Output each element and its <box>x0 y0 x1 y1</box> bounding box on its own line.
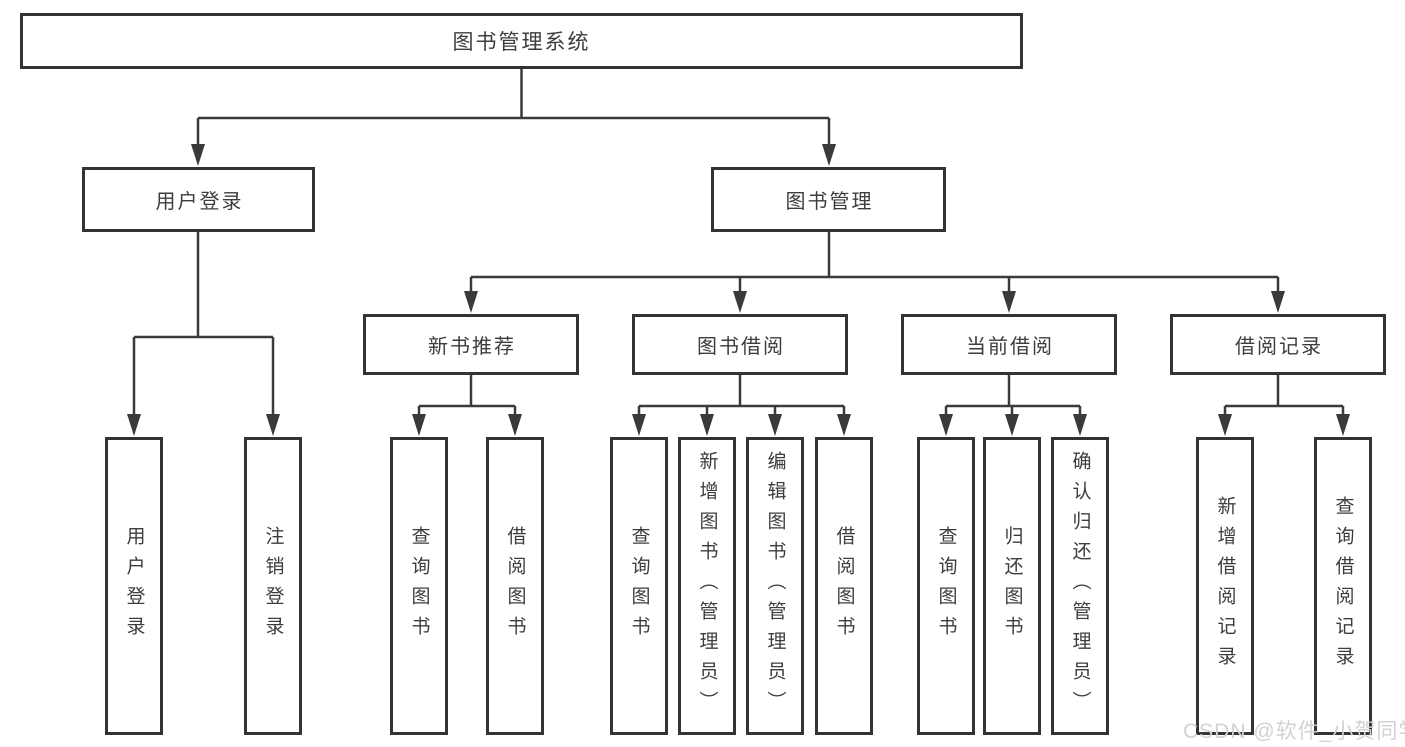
leaf-nbr-borrow-books-label: 借阅图书 <box>504 526 526 646</box>
connector-current-borrow-branch <box>944 375 1082 417</box>
arrow-to-leaf-c4 <box>837 414 851 436</box>
node-borrowing-records: 借阅记录 <box>1170 314 1386 375</box>
leaf-cb-confirm-return-admin: 确认归还（管理员） <box>1051 437 1109 735</box>
node-borrowing-records-label: 借阅记录 <box>1235 336 1323 358</box>
connector-user-login-branch <box>132 232 275 417</box>
node-library-management-system-label: 图书管理系统 <box>452 31 591 54</box>
node-user-login-label: 用户登录 <box>155 191 244 213</box>
arrow-to-leaf-c1 <box>632 414 646 436</box>
leaf-nbr-query-books: 查询图书 <box>390 437 448 735</box>
leaf-cb-confirm-return-admin-label: 确认归还（管理员） <box>1069 451 1091 721</box>
leaf-nbr-query-books-label: 查询图书 <box>408 526 430 646</box>
arrow-to-user-login <box>191 144 205 166</box>
arrow-to-leaf-c2 <box>700 414 714 436</box>
leaf-cb-query-books: 查询图书 <box>917 437 975 735</box>
arrow-to-leaf-b1 <box>412 414 426 436</box>
leaf-user-login: 用户登录 <box>105 437 163 735</box>
arrow-to-leaf-d3 <box>1073 414 1087 436</box>
arrow-to-leaf-a1 <box>127 414 141 436</box>
node-book-borrowing-label: 图书借阅 <box>697 336 785 358</box>
leaf-cb-query-books-label: 查询图书 <box>935 526 957 646</box>
arrow-to-book-borrow <box>733 291 747 313</box>
arrow-to-leaf-e2 <box>1336 414 1350 436</box>
node-current-borrowing-label: 当前借阅 <box>966 336 1054 358</box>
node-book-management: 图书管理 <box>711 167 946 232</box>
leaf-bb-add-books-admin-label: 新增图书（管理员） <box>696 451 718 721</box>
node-current-borrowing: 当前借阅 <box>901 314 1117 375</box>
node-book-borrowing: 图书借阅 <box>632 314 848 375</box>
arrow-to-leaf-e1 <box>1218 414 1232 436</box>
leaf-bb-query-books-label: 查询图书 <box>628 526 650 646</box>
leaf-bb-edit-books-admin: 编辑图书（管理员） <box>746 437 804 735</box>
node-library-management-system: 图书管理系统 <box>20 13 1023 69</box>
node-book-management-label: 图书管理 <box>785 191 874 213</box>
leaf-cb-return-books: 归还图书 <box>983 437 1041 735</box>
arrow-to-leaf-d1 <box>939 414 953 436</box>
leaf-logout-label: 注销登录 <box>262 526 284 646</box>
arrow-to-current-borrow <box>1002 291 1016 313</box>
node-new-book-recommend-label: 新书推荐 <box>428 336 516 358</box>
leaf-bb-borrow-books-label: 借阅图书 <box>833 526 855 646</box>
node-new-book-recommend: 新书推荐 <box>363 314 579 375</box>
connector-book-borrow-branch <box>637 375 846 417</box>
leaf-br-query-record-label: 查询借阅记录 <box>1332 496 1354 676</box>
leaf-br-query-record: 查询借阅记录 <box>1314 437 1372 735</box>
connector-book-mgmt-branch <box>469 232 1280 295</box>
connector-new-book-branch <box>417 375 517 417</box>
leaf-br-add-record-label: 新增借阅记录 <box>1214 496 1236 676</box>
csdn-watermark: CSDN @软件_小贺同学 <box>1183 720 1405 743</box>
leaf-bb-add-books-admin: 新增图书（管理员） <box>678 437 736 735</box>
leaf-bb-edit-books-admin-label: 编辑图书（管理员） <box>764 451 786 721</box>
connector-root-to-level2 <box>196 68 831 147</box>
connector-borrow-records-branch <box>1223 375 1345 417</box>
leaf-cb-return-books-label: 归还图书 <box>1001 526 1023 646</box>
leaf-br-add-record: 新增借阅记录 <box>1196 437 1254 735</box>
arrow-to-leaf-a2 <box>266 414 280 436</box>
arrow-to-leaf-d2 <box>1005 414 1019 436</box>
arrow-to-book-mgmt <box>822 144 836 166</box>
arrow-to-leaf-b2 <box>508 414 522 436</box>
leaf-user-login-label: 用户登录 <box>123 526 145 646</box>
leaf-bb-borrow-books: 借阅图书 <box>815 437 873 735</box>
leaf-nbr-borrow-books: 借阅图书 <box>486 437 544 735</box>
leaf-bb-query-books: 查询图书 <box>610 437 668 735</box>
arrow-to-new-book <box>464 291 478 313</box>
leaf-logout: 注销登录 <box>244 437 302 735</box>
node-user-login: 用户登录 <box>82 167 315 232</box>
arrow-to-borrow-records <box>1271 291 1285 313</box>
arrow-to-leaf-c3 <box>768 414 782 436</box>
